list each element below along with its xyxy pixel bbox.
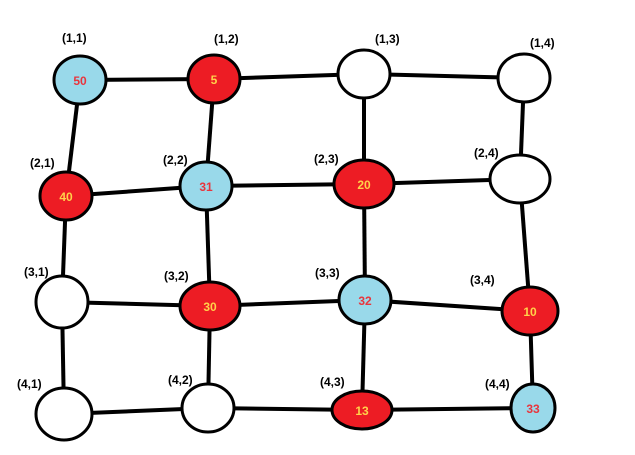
node-coordinate-label: (1,2) [214,32,239,46]
node-coordinate-label: (2,4) [474,146,499,160]
node-coordinate-label: (4,1) [17,377,42,391]
node-coordinate-label: (2,3) [314,152,339,166]
node-circle [52,54,108,106]
node-value: 13 [355,404,369,418]
node-coordinate-label: (3,2) [164,269,189,283]
node-3-1: (3,1) [24,265,90,330]
node-circle [332,158,396,210]
node-coordinate-label: (4,2) [168,373,193,387]
node-coordinate-label: (1,4) [530,36,555,50]
node-coordinate-label: (3,4) [470,273,495,287]
node-value: 33 [526,402,540,416]
node-2-4: (2,4) [474,146,552,205]
node-coordinate-label: (1,1) [62,31,87,45]
node-circle [496,52,552,104]
node-coordinate-label: (2,1) [30,156,55,170]
node-coordinate-label: (2,2) [163,153,188,167]
node-circle [337,274,393,326]
node-value: 32 [358,294,372,308]
node-coordinate-label: (4,3) [320,375,345,389]
node-circle [178,160,234,212]
node-coordinate-label: (4,4) [485,377,510,391]
node-3-2: (3,2) 30 [164,269,242,332]
node-circle [34,386,94,442]
node-value: 5 [211,73,218,87]
node-4-2: (4,2) [168,373,236,434]
node-value: 20 [357,178,371,192]
node-1-3: (1,3) [336,32,400,100]
node-value: 31 [199,180,213,194]
node-1-4: (1,4) [496,36,555,104]
node-coordinate-label: (1,3) [375,32,400,46]
node-4-3: (4,3) 13 [320,375,394,431]
node-circle [38,170,94,222]
node-value: 10 [523,305,537,319]
node-4-1: (4,1) [17,377,94,442]
node-2-2: (2,2) 31 [163,153,234,212]
node-circle [178,280,242,332]
node-2-3: (2,3) 20 [314,152,396,210]
node-value: 30 [203,300,217,314]
node-3-3: (3,3) 32 [315,266,393,326]
node-1-1: (1,1) 50 [52,31,108,106]
node-circle [186,53,242,105]
node-coordinate-label: (3,1) [24,265,49,279]
node-circle [509,382,557,434]
nodes-layer: (1,1)50(1,2)5(1,3)(1,4)(2,1)40(2,2)31(2,… [17,31,560,442]
node-2-1: (2,1) 40 [30,156,94,222]
node-circle [488,153,552,205]
node-circle [500,285,560,337]
node-circle [330,389,394,431]
node-circle [336,48,392,100]
node-coordinate-label: (3,3) [315,266,340,280]
node-circle [180,382,236,434]
node-circle [34,274,90,330]
node-value: 50 [73,74,87,88]
node-value: 40 [59,190,73,204]
node-4-4: (4,4) 33 [485,377,557,434]
node-1-2: (1,2) 5 [186,32,242,105]
node-3-4: (3,4) 10 [470,273,560,337]
edges-layer [60,72,535,416]
